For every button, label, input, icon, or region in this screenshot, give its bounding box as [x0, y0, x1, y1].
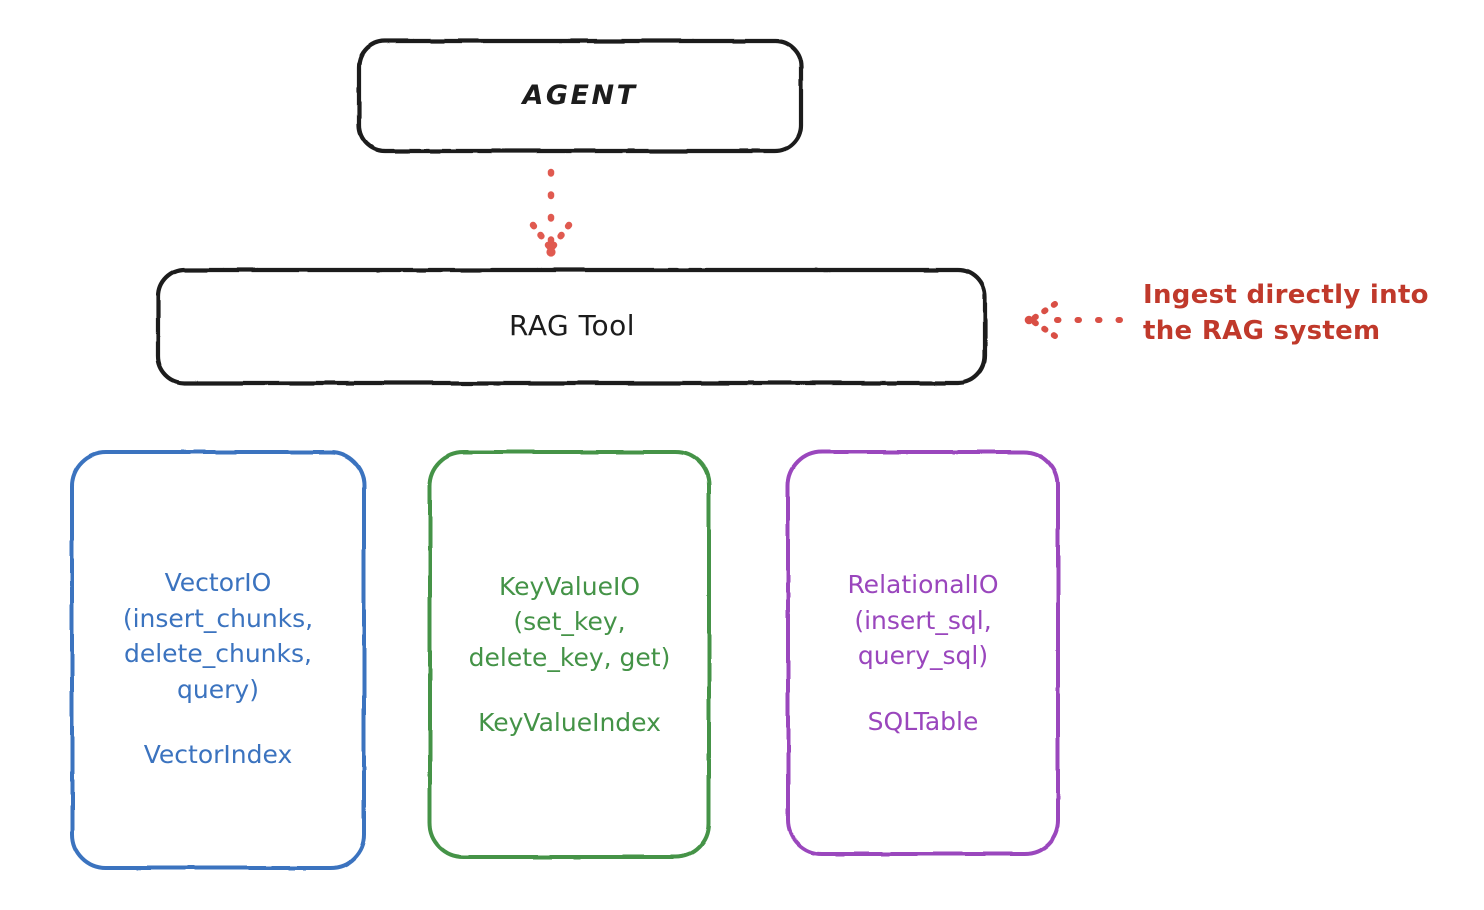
node-agent[interactable]: AGENT — [358, 40, 802, 152]
node-key-value-io[interactable]: KeyValueIO (set_key, delete_key, get) Ke… — [428, 450, 711, 859]
relational-io-api-label: RelationalIO (insert_sql, query_sql) — [847, 570, 999, 670]
vector-io-api-label: VectorIO (insert_chunks, delete_chunks, … — [122, 568, 314, 704]
agent-label: AGENT — [522, 80, 638, 112]
agent-to-rag-arrow — [529, 168, 573, 257]
key-value-index-label: KeyValueIndex — [478, 708, 661, 737]
annotation-ingest: Ingest directly into the RAG system — [1143, 278, 1473, 350]
node-relational-io[interactable]: RelationalIO (insert_sql, query_sql) SQL… — [786, 450, 1060, 856]
ingest-to-rag-arrow — [1024, 301, 1123, 339]
sql-table-label: SQLTable — [867, 706, 979, 736]
key-value-io-api-label: KeyValueIO (set_key, delete_key, get) — [468, 571, 671, 672]
rag-tool-label: RAG Tool — [509, 309, 635, 343]
node-rag-tool[interactable]: RAG Tool — [157, 269, 987, 384]
key-value-io-box-outline — [428, 450, 711, 859]
rag-tool-box-outline — [155, 267, 988, 386]
annotation-ingest-text: Ingest directly into the RAG system — [1143, 280, 1429, 346]
vector-io-box-outline — [70, 450, 366, 870]
node-vector-io[interactable]: VectorIO (insert_chunks, delete_chunks, … — [70, 450, 366, 870]
relational-io-box-outline — [786, 450, 1060, 856]
agent-box-outline — [356, 38, 804, 154]
vector-index-label: VectorIndex — [143, 740, 293, 770]
